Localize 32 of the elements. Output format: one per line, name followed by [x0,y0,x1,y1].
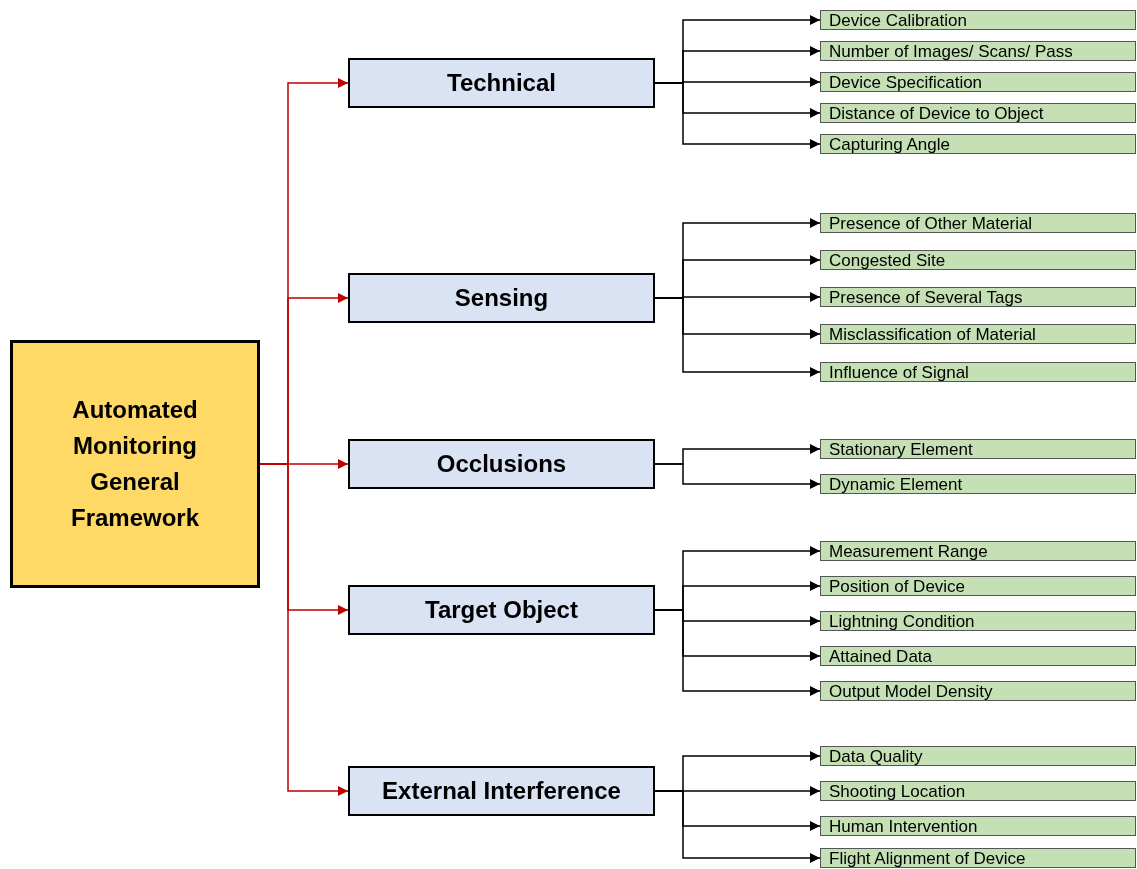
factor-box: Measurement Range [820,541,1136,561]
factor-box: Distance of Device to Object [820,103,1136,123]
factor-box: Human Intervention [820,816,1136,836]
root-box: Automated Monitoring General Framework [10,340,260,588]
factor-box: Shooting Location [820,781,1136,801]
connector-arrow [654,82,821,149]
category-box: Sensing [348,273,655,323]
factor-box: Misclassification of Material [820,324,1136,344]
connector-arrow [654,297,821,377]
factor-box: Stationary Element [820,439,1136,459]
factor-box: Device Specification [820,72,1136,92]
category-box: Target Object [348,585,655,635]
factor-box: Flight Alignment of Device [820,848,1136,868]
factor-box: Presence of Several Tags [820,287,1136,307]
factor-box: Presence of Other Material [820,213,1136,233]
category-box: Technical [348,58,655,108]
factor-box: Attained Data [820,646,1136,666]
category-box: External Interference [348,766,655,816]
factor-box: Influence of Signal [820,362,1136,382]
factor-box: Position of Device [820,576,1136,596]
factor-box: Data Quality [820,746,1136,766]
factor-box: Capturing Angle [820,134,1136,154]
connector-arrow [654,463,821,489]
factor-box: Device Calibration [820,10,1136,30]
category-box: Occlusions [348,439,655,489]
factor-box: Dynamic Element [820,474,1136,494]
factor-box: Output Model Density [820,681,1136,701]
factor-box: Congested Site [820,250,1136,270]
connector-arrow [654,609,821,696]
factor-box: Lightning Condition [820,611,1136,631]
factor-box: Number of Images/ Scans/ Pass [820,41,1136,61]
connector-arrow [654,790,821,863]
